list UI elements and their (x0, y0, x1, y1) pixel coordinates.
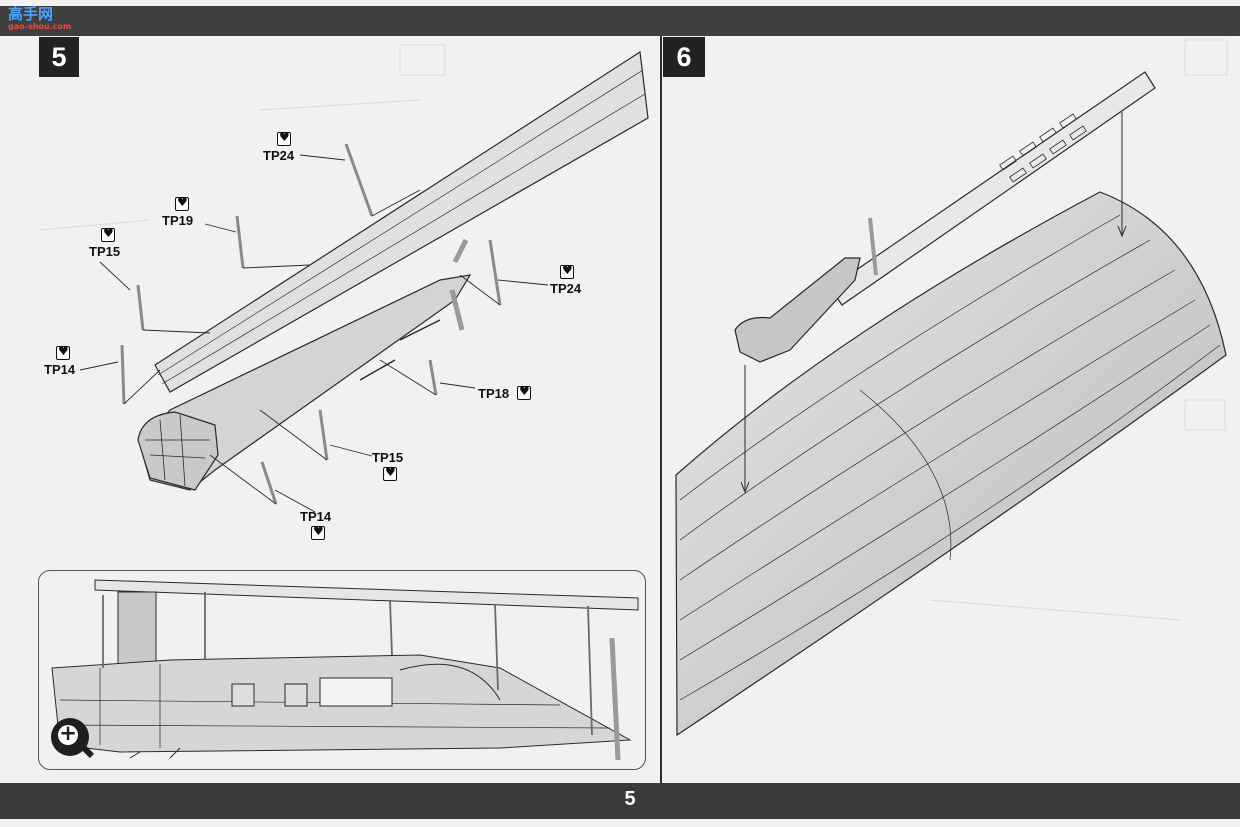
step6-cabin-part (734, 257, 861, 363)
photo-etch-icon (277, 130, 291, 146)
header-bar (0, 6, 1240, 36)
step6-top-strip (829, 71, 1156, 306)
part-label-tp15-bottom: TP15 (372, 450, 404, 465)
photo-etch-icon (383, 465, 397, 481)
page-number: 5 (624, 788, 636, 810)
step5-leader-lines (79, 154, 549, 513)
photo-etch-icon (311, 524, 325, 540)
part-label-tp14-bottom: TP14 (300, 509, 332, 524)
photo-etch-icon (517, 384, 531, 400)
part-label-tp19: TP19 (162, 213, 194, 228)
photo-etch-icon (101, 226, 115, 242)
step6-drawing (675, 71, 1227, 737)
site-logo: 高手网 gao-shou.com (8, 5, 72, 31)
photo-etch-icon (560, 263, 574, 279)
zoom-plus-glyph: + (59, 721, 77, 745)
part-label-tp24-top: TP24 (263, 148, 295, 163)
inset-side-view (51, 579, 639, 761)
zoom-inset-frame (38, 570, 646, 770)
photo-etch-icon (56, 344, 70, 360)
panel-divider (660, 36, 662, 783)
part-label-tp18: TP18 (478, 386, 510, 401)
step5-struts (120, 143, 502, 505)
step5-cockpit-nose (137, 411, 219, 491)
part-label-tp24-right: TP24 (550, 281, 582, 296)
ghost-background-drawing (39, 39, 1228, 621)
step-6-number: 6 (663, 37, 705, 77)
part-label-tp14-left: TP14 (44, 362, 76, 377)
photo-etch-icon (175, 195, 189, 211)
step-5-number: 5 (39, 37, 79, 77)
footer-bar (0, 783, 1240, 819)
step5-propeller (449, 238, 469, 331)
part-label-tp15-left: TP15 (89, 244, 121, 259)
step5-main-drawing (79, 50, 649, 513)
step6-large-hull (675, 191, 1227, 737)
